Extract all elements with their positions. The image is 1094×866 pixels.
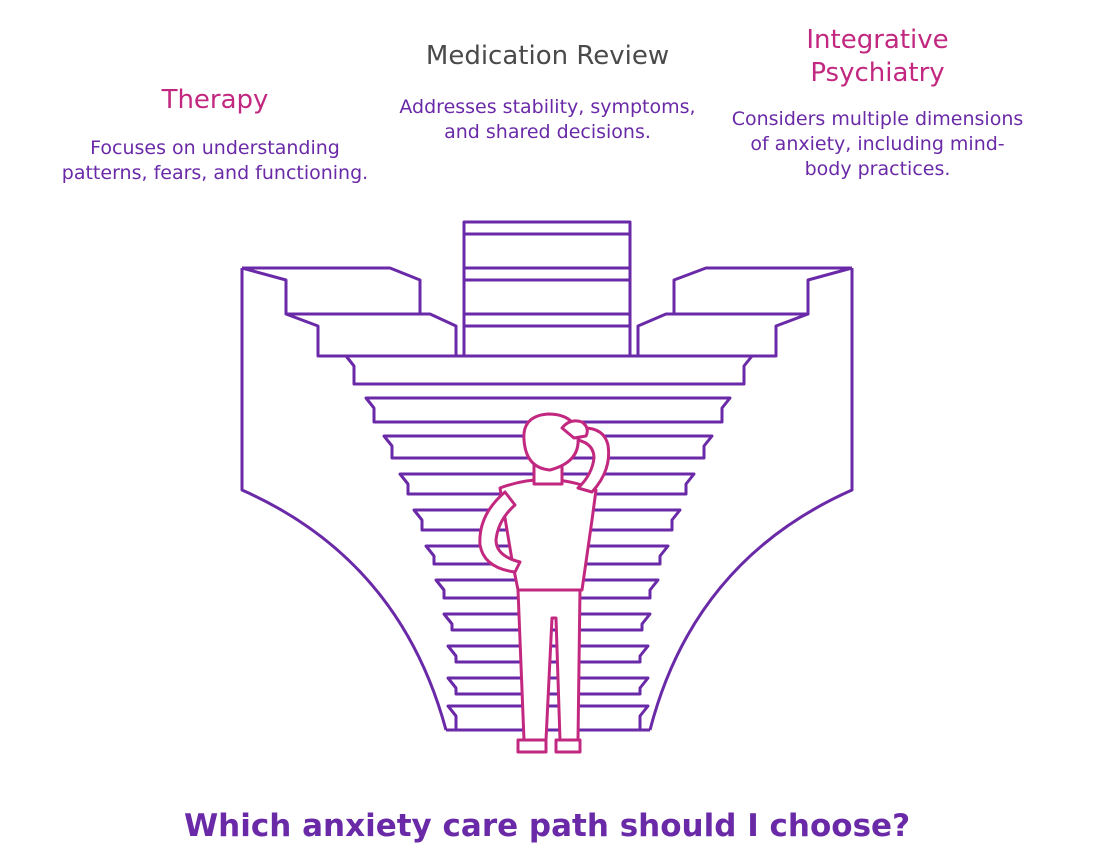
option-description: Considers multiple dimensions of anxiety… — [731, 108, 1024, 180]
stair-edge — [412, 509, 424, 521]
option-title: Therapy — [161, 85, 269, 115]
stair-edge — [364, 397, 376, 409]
option-title: Integrative Psychiatry — [806, 25, 949, 88]
stair-edge — [398, 473, 410, 485]
central-tower — [462, 220, 632, 358]
left-wall — [240, 268, 448, 731]
option-integrative-psychiatry: Integrative Psychiatry Considers multipl… — [730, 24, 1025, 182]
right-lower-step — [636, 312, 809, 358]
right-upper-step — [672, 266, 853, 316]
stair-edge — [434, 579, 446, 591]
left-upper-step — [241, 266, 422, 316]
left-lower-step — [285, 312, 458, 358]
person-thinking-icon — [478, 412, 611, 754]
option-description: Addresses stability, symptoms, and share… — [399, 96, 696, 143]
question-heading: Which anxiety care path should I choose? — [183, 808, 911, 844]
stair-edge — [446, 645, 458, 657]
stair-edge — [382, 435, 394, 447]
stair-edge — [446, 705, 458, 717]
option-therapy: Therapy Focuses on understanding pattern… — [60, 84, 370, 186]
right-wall — [648, 268, 854, 731]
stair-edge — [446, 677, 458, 689]
option-medication-review: Medication Review Addresses stability, s… — [380, 40, 715, 145]
stair-edge — [344, 355, 356, 367]
stair-step — [344, 354, 754, 386]
option-title: Medication Review — [425, 41, 670, 71]
stair-edge — [442, 613, 454, 625]
option-description: Focuses on understanding patterns, fears… — [61, 137, 369, 184]
stair-edge — [424, 545, 436, 557]
